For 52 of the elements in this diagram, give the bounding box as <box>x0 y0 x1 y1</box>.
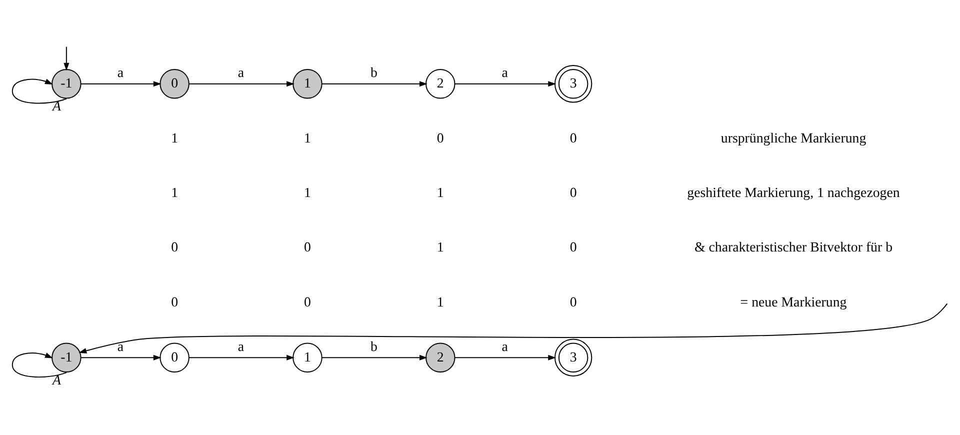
node-circle: 0 <box>160 69 190 99</box>
label: 0 <box>304 240 311 256</box>
arrow <box>80 81 162 87</box>
label: = neue Markierung <box>740 295 847 310</box>
arrow <box>321 354 428 360</box>
arrow <box>64 46 70 71</box>
label: 1 <box>304 132 311 147</box>
label: 0 <box>570 240 577 256</box>
node-circle: 2 <box>426 69 456 99</box>
edge-label: A <box>52 100 61 114</box>
label: 1 <box>171 132 178 147</box>
edge-label: a <box>117 340 124 355</box>
label: 0 <box>171 295 178 310</box>
node-circle: -1 <box>52 69 82 99</box>
edge-label: b <box>370 340 378 355</box>
edge-label: a <box>117 66 124 82</box>
arrow <box>12 352 67 378</box>
edge-label: a <box>502 66 508 82</box>
label: 1 <box>436 240 444 256</box>
node-circle: 1 <box>292 69 322 99</box>
node-circle: 2 <box>426 342 456 373</box>
node-circle: 0 <box>160 342 190 373</box>
label: 1 <box>304 186 311 202</box>
label: 1 <box>436 186 444 202</box>
label: 1 <box>171 186 178 202</box>
arrow <box>454 81 556 87</box>
label: 0 <box>570 132 577 147</box>
label: 0 <box>436 132 444 147</box>
arrow <box>188 81 295 87</box>
edge-label: a <box>502 340 508 355</box>
arrow <box>12 78 67 104</box>
edge-label: a <box>238 340 244 355</box>
node-circle: 3 <box>554 338 592 376</box>
label: geshiftete Markierung, 1 nachgezogen <box>687 186 900 202</box>
edge-label: a <box>238 66 244 82</box>
label: 1 <box>436 295 444 310</box>
label: ursprüngliche Markierung <box>720 132 866 147</box>
arrow <box>321 81 428 87</box>
edge-label: b <box>370 66 378 82</box>
label: 0 <box>570 186 577 202</box>
arrow <box>78 303 948 354</box>
node-circle: 1 <box>292 342 322 373</box>
label: 0 <box>171 240 178 256</box>
arrow <box>188 354 295 360</box>
arrow <box>80 354 162 360</box>
edge-label: A <box>52 373 61 388</box>
label: 0 <box>304 295 311 310</box>
node-circle: 3 <box>554 65 592 103</box>
arrow <box>454 354 556 360</box>
node-circle: -1 <box>52 342 82 373</box>
label: 0 <box>570 295 577 310</box>
label: & charakteristischer Bitvektor für b <box>694 240 893 256</box>
